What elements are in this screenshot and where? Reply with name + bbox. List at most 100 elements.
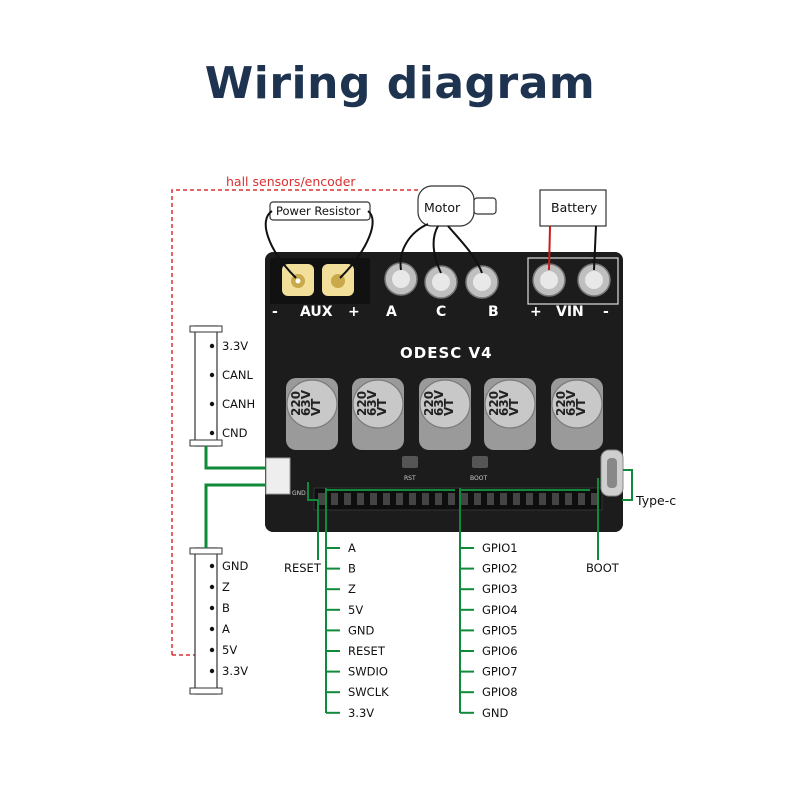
connector-pin [209,343,215,349]
header-pin [591,493,598,505]
capacitor-marking: 63V [365,389,379,416]
header-pin [526,493,533,505]
phase-b-label: B [488,304,499,320]
connector-pin-label: 3.3V [222,664,248,678]
page-title: Wiring diagram [204,58,596,109]
vin-label: VIN [556,304,584,320]
can-wire [204,446,266,470]
header-pin-label: GND [482,706,509,720]
header-pin [331,493,338,505]
header-pin [435,493,442,505]
connector-pin [209,647,215,653]
vin-minus-label: - [603,304,609,320]
reset-wire [307,482,319,560]
header-pin-label: B [348,562,356,576]
type-c-label: Type-c [635,493,676,508]
screw-terminal-b [465,265,499,299]
aux-minus-label: - [272,304,278,320]
header-pin-label: GPIO7 [482,665,518,679]
header-pin [344,493,351,505]
header-pin-label: A [348,541,356,555]
connector-pin [209,372,215,378]
encoder-connector-tab [189,547,223,555]
connector-pin [209,401,215,407]
header-pin [578,493,585,505]
capacitor-marking: VT [574,398,588,416]
encoder-connector-tab-bottom [189,687,223,695]
capacitor-marking: 220 [422,391,436,416]
motor-wire-a [399,223,429,271]
header-pin [565,493,572,505]
type-c-port-inner [607,458,617,488]
connector-pin-label: Z [222,580,230,594]
header-pin [461,493,468,505]
header-pin [370,493,377,505]
power-resistor-box [269,201,371,221]
rst-silk-label: RST [404,475,416,482]
connector-pin [209,584,215,590]
motor-shaft [473,197,497,215]
connector-pin-label: B [222,601,230,615]
header-pin-label: GPIO2 [482,562,518,576]
phase-c-label: C [436,304,446,320]
header-pin-label: RESET [348,644,386,658]
rst-button [402,456,418,468]
header-pin-label: GPIO8 [482,685,518,699]
header-pin [539,493,546,505]
header-pin-label: 5V [348,603,363,617]
phase-a-label: A [386,304,397,320]
connector-pin-label: GND [222,559,249,573]
connector-pin [209,605,215,611]
header-pin [552,493,559,505]
connector-pin [209,626,215,632]
capacitor-marking: 220 [355,391,369,416]
board-name: ODESC V4 [400,344,493,362]
can-connector-tab [189,325,223,333]
header-pin [383,493,390,505]
connector-pin-label: 3.3V [222,339,248,353]
screw-terminal-vin-plus [532,263,566,297]
capacitor-marking: 220 [554,391,568,416]
header-pin [513,493,520,505]
header-pin-label: GPIO1 [482,541,518,555]
hall-sensor-wire [171,189,420,655]
capacitor-marking: 63V [564,389,578,416]
screw-terminal-c [424,265,458,299]
motor-wire-b [447,225,483,274]
encoder-wire [204,483,266,548]
capacitor-marking: 220 [487,391,501,416]
header-pin-label: 3.3V [348,706,374,720]
header-pin-label: GPIO6 [482,644,518,658]
power-resistor-wire-left [264,210,297,279]
header-pin [318,493,325,505]
connector-pin [209,430,215,436]
boot-label: BOOT [586,561,620,575]
header-pin [422,493,429,505]
header-pin-label: Z [348,582,356,596]
capacitor-marking: VT [309,398,323,416]
capacitor-marking: VT [375,398,389,416]
board-jst-connector [265,457,291,495]
can-connector-body [194,325,218,447]
header-pin [409,493,416,505]
header-pin [396,493,403,505]
aux-plus-label: + [348,304,360,320]
can-connector-tab-bottom [189,439,223,447]
connector-pin-label: 5V [222,643,237,657]
battery-box [539,189,607,227]
battery-wire-plus [548,225,551,271]
header-pin-label: SWCLK [348,685,389,699]
power-resistor-label: Power Resistor [276,204,361,218]
header-pin-label: GPIO4 [482,603,518,617]
connector-pin [209,668,215,674]
capacitor-marking: 63V [432,389,446,416]
connector-pin-label: CANL [222,368,253,382]
header-pin-label: GPIO3 [482,582,518,596]
capacitor-marking: VT [507,398,521,416]
capacitor-marking: 63V [299,389,313,416]
